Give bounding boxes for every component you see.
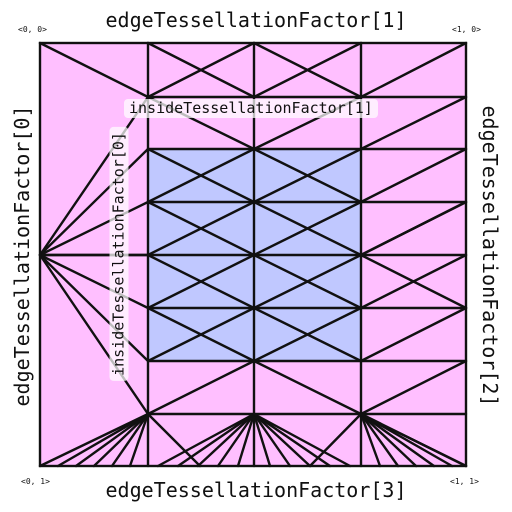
mesh-edge [359,95,468,151]
corner-coordinate-bottom-right: <1, 1> [450,477,479,486]
mesh-edge [110,412,150,468]
mesh-edge [359,412,436,468]
inside-factor-label-vertical: insideTessellationFactor[0] [109,127,129,381]
mesh-edge [38,200,150,257]
mesh-edge [252,147,363,204]
mesh-edge [128,412,150,468]
mesh-edge [252,412,292,468]
mesh-edge [359,412,382,468]
mesh-edge [252,359,363,416]
edge-factor-label-right: edgeTessellationFactor[2] [478,105,502,407]
mesh-edge [156,412,256,468]
corner-coordinate-top-right: <1, 0> [452,25,481,34]
mesh-edge [252,306,363,363]
mesh-edge [359,41,468,99]
mesh-edge [146,412,202,468]
mesh-edge [359,412,418,468]
mesh-edge [38,41,150,99]
mesh-edge [56,412,150,468]
corner-coordinate-top-left: <0, 0> [18,25,47,34]
mesh-edge [359,253,468,310]
mesh-edge [196,412,256,468]
mesh-edge [38,253,150,310]
mesh-edge [74,412,150,468]
mesh-edge [216,412,256,468]
mesh-edge [252,412,272,468]
mesh-edge [146,147,256,204]
mesh-edge [252,253,363,310]
mesh-edges [38,41,468,468]
outer-border [38,41,468,468]
mesh-edge [38,253,150,416]
mesh-edge [146,306,256,363]
edge-factor-label-bottom: edgeTessellationFactor[3] [105,478,407,502]
mesh-edge [92,412,150,468]
mesh-edge [359,359,468,416]
corner-coordinate-bottom-left: <0, 1> [21,477,50,486]
mesh-edge [359,147,468,204]
mesh-edge [252,41,363,99]
mesh-edge [146,253,256,310]
mesh-edge [38,95,150,257]
mesh-edge [146,359,256,416]
mesh-edge [236,412,256,468]
mesh-edge [359,412,468,468]
inside-factor-label-horizontal: insideTessellationFactor[1] [124,99,378,118]
mesh-edge [252,412,312,468]
mesh-edge [38,412,150,468]
mesh-edge [308,412,363,468]
mesh-edge [359,306,468,363]
edge-factor-label-left: edgeTessellationFactor[0] [10,105,34,407]
mesh-edge [146,200,256,257]
mesh-edge [359,412,400,468]
mesh-edge [146,41,256,99]
mesh-edge [252,412,352,468]
mesh-edge [38,253,150,363]
mesh-edge [252,200,363,257]
edge-factor-label-top: edgeTessellationFactor[1] [105,8,407,32]
mesh-edge [359,200,468,257]
mesh-edge [38,147,150,257]
